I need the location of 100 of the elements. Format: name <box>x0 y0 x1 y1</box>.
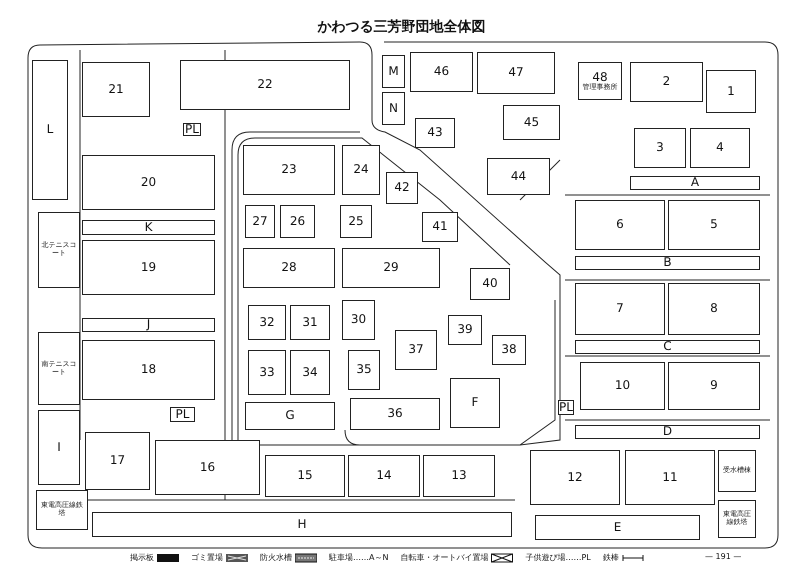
building-outline <box>415 118 455 148</box>
building-outline <box>706 70 756 113</box>
legend-text: 防火水槽 <box>260 552 292 563</box>
building-number: 44 <box>510 170 526 184</box>
building-number: A <box>690 176 700 190</box>
building-outline <box>243 145 335 195</box>
building-number: 35 <box>356 363 372 377</box>
building-number: 1 <box>727 84 735 98</box>
building-number: 34 <box>302 366 318 380</box>
building-outline <box>718 500 756 538</box>
building-outline <box>85 432 150 490</box>
legend-text: 掲示板 <box>130 552 154 563</box>
legend-text: 自転車・オートバイ置場 <box>400 552 488 563</box>
building-number: D <box>662 425 672 439</box>
building-outline <box>342 300 375 340</box>
building-outline <box>503 105 560 140</box>
building-outline <box>448 315 482 345</box>
building-number: 30 <box>350 313 366 327</box>
building-number: 2 <box>662 75 670 89</box>
building-outline <box>382 55 405 88</box>
building-number: 20 <box>140 176 156 190</box>
building-outline <box>342 145 380 195</box>
building-number: K <box>144 220 152 234</box>
building-outline <box>38 212 80 288</box>
building-outline <box>477 52 555 94</box>
building-number: 13 <box>451 469 467 483</box>
building-outline <box>32 60 68 200</box>
building-number: B <box>663 256 672 270</box>
building-number: 18 <box>140 363 156 377</box>
legend-text: 子供遊び場……PL <box>525 552 591 563</box>
building-number: I <box>57 440 61 454</box>
building-outline <box>386 172 418 204</box>
building-outline <box>82 240 215 295</box>
building-outline <box>382 92 405 125</box>
building-number: PL <box>185 122 199 136</box>
building-number: 5 <box>710 218 718 232</box>
building-outline <box>38 410 80 485</box>
building-number: 42 <box>394 181 410 195</box>
building-outline <box>450 378 500 428</box>
building-outline <box>82 155 215 210</box>
building-outline <box>348 455 420 497</box>
building-number: 40 <box>482 277 498 291</box>
building-number: 9 <box>710 379 718 393</box>
building-number: 45 <box>524 116 540 130</box>
building-number: 47 <box>508 66 524 80</box>
building-outline <box>668 283 760 335</box>
building-outline <box>668 200 760 250</box>
building-number: 10 <box>614 379 630 393</box>
building-outline <box>668 362 760 410</box>
building-number: 31 <box>302 316 318 330</box>
building-number: 24 <box>353 163 369 177</box>
map-title: かわつる三芳野団地全体図 <box>316 18 486 36</box>
building-number: N <box>389 102 398 116</box>
building-outline <box>245 205 275 238</box>
building-number: 29 <box>383 261 399 275</box>
building-outline <box>265 455 345 497</box>
building-number: 22 <box>257 78 273 92</box>
building-number: 17 <box>110 454 126 468</box>
building-outline <box>38 332 80 405</box>
building-number: 33 <box>259 366 275 380</box>
building-number: J <box>146 318 150 332</box>
building-outline <box>82 220 215 235</box>
building-number: 39 <box>457 323 473 337</box>
building-number: M <box>388 64 399 78</box>
building-outline <box>290 350 330 395</box>
building-outline <box>492 335 526 365</box>
building-outline <box>575 425 760 439</box>
building-outline <box>487 158 550 195</box>
building-outline <box>634 128 686 168</box>
building-outline <box>342 248 440 288</box>
building-number: 26 <box>290 214 306 228</box>
building-outline <box>280 205 315 238</box>
building-outline <box>82 318 215 332</box>
building-number: 23 <box>281 163 297 177</box>
building-number: F <box>472 396 478 410</box>
building-number: G <box>285 409 295 423</box>
building-outline <box>422 212 458 242</box>
building-number: 11 <box>662 470 678 484</box>
building-outline <box>575 200 665 250</box>
building-number: 21 <box>108 82 124 96</box>
building-number: 12 <box>567 470 583 484</box>
building-number: 27 <box>252 214 268 228</box>
building-outline <box>350 398 440 430</box>
building-outline <box>348 350 380 390</box>
building-outline <box>245 402 335 430</box>
building-outline <box>530 450 620 505</box>
building-number: H <box>297 518 307 532</box>
building-outline <box>36 490 88 530</box>
building-outline <box>630 62 703 102</box>
building-outline <box>718 450 756 492</box>
legend-text: 鉄棒 <box>602 552 619 563</box>
building-outline <box>575 283 665 335</box>
building-outline <box>535 515 700 540</box>
building-outline <box>290 305 330 340</box>
building-number: 38 <box>501 343 517 357</box>
building-number: PL <box>559 400 573 414</box>
page-number: — 191 — <box>705 552 742 561</box>
building-number: 4 <box>716 141 724 155</box>
building-number: 7 <box>616 302 624 316</box>
building-number: 19 <box>140 260 156 274</box>
